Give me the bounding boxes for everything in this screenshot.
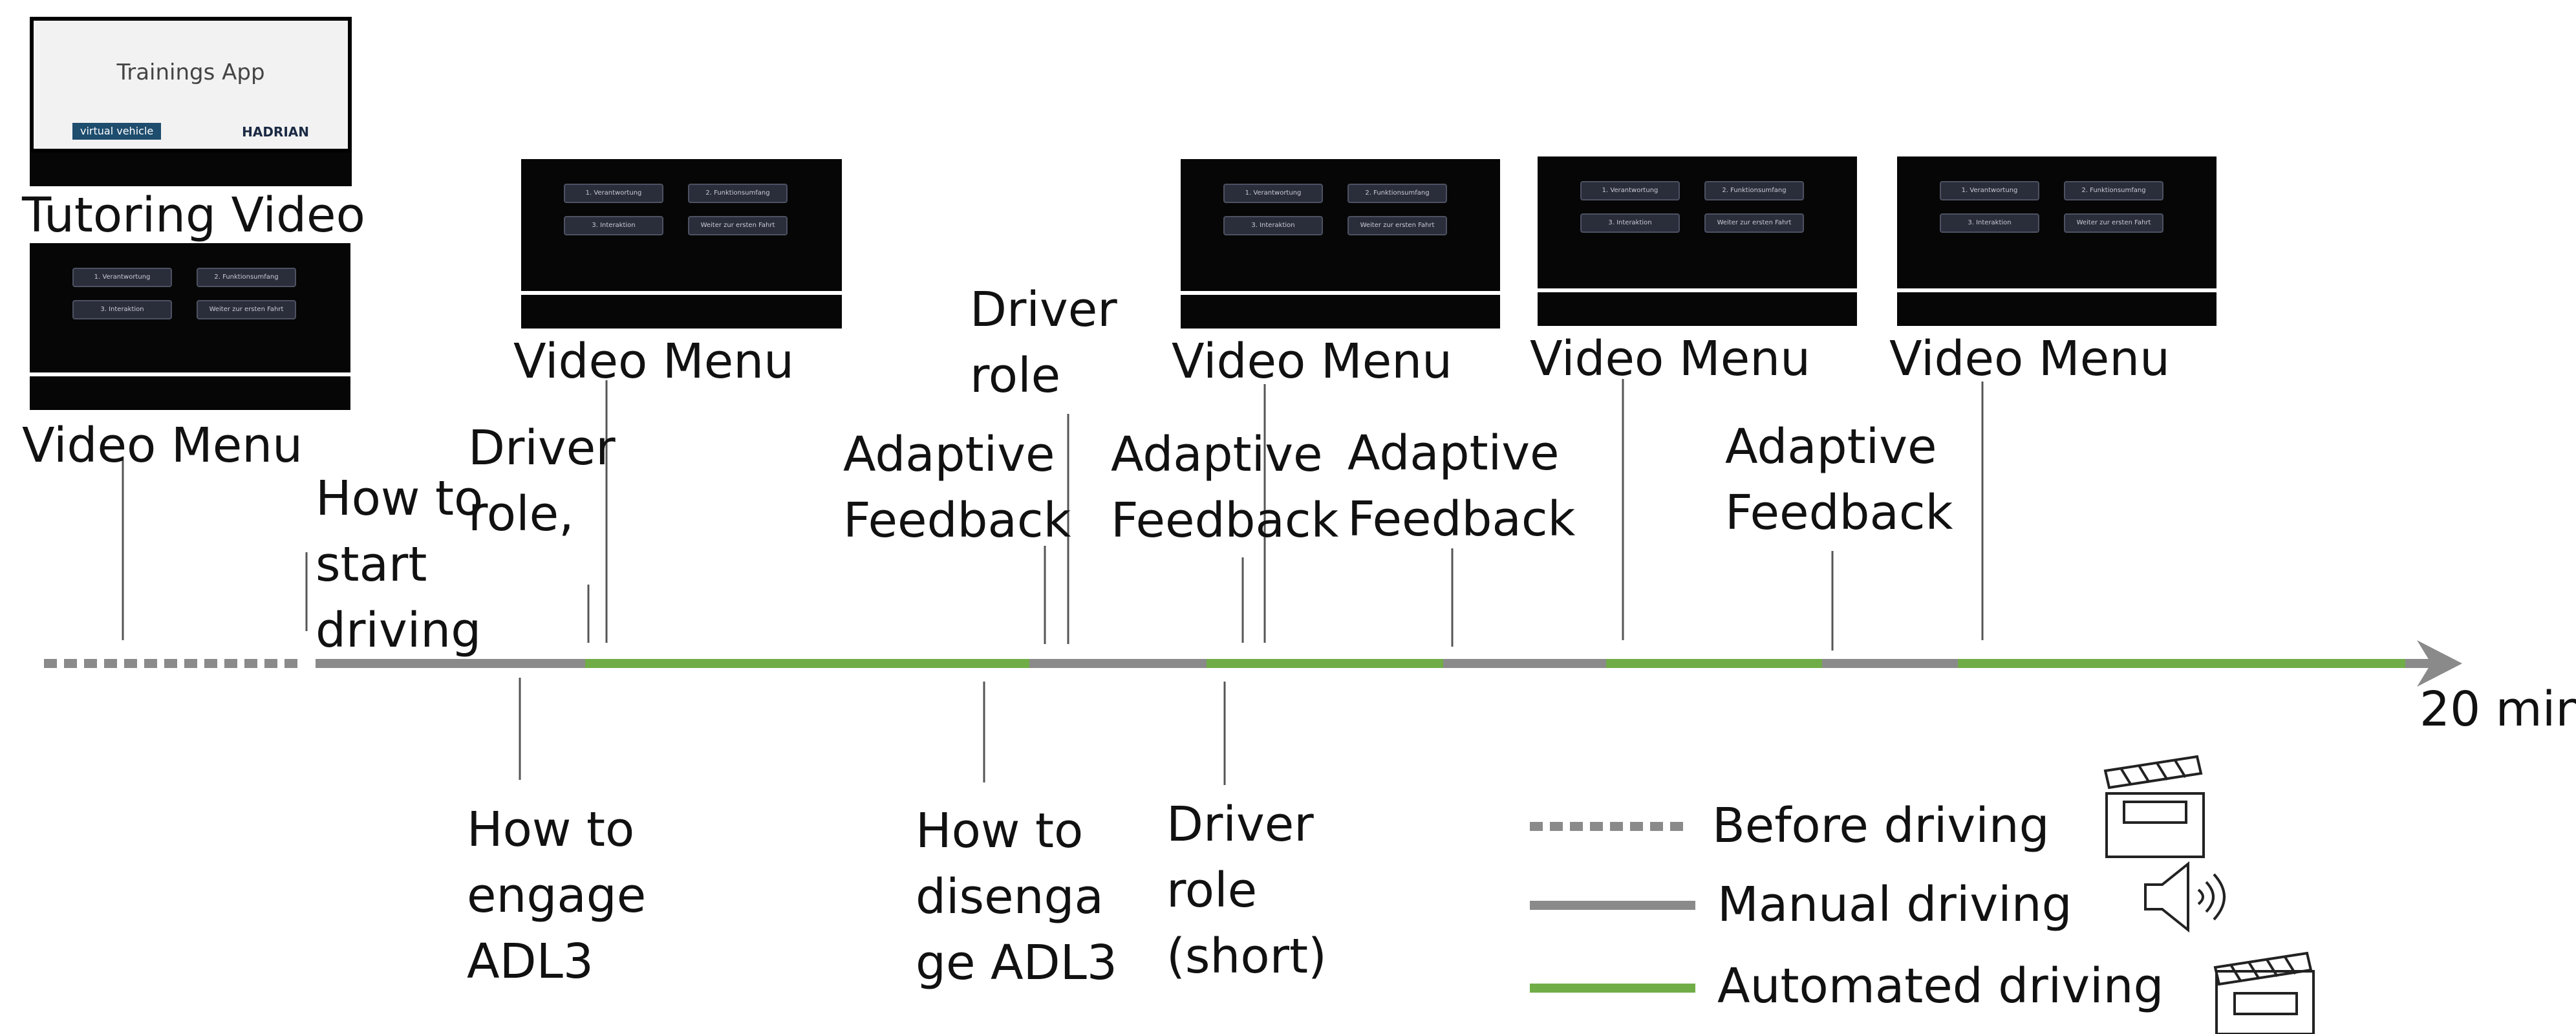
menu-button-2: 2. Funktionsumfang	[688, 184, 788, 203]
clapperboard-icon	[2103, 755, 2205, 858]
menu-button-1: 1. Verantwortung	[1940, 181, 2039, 200]
timeline-arrowhead	[2417, 640, 2462, 687]
adaptive-feedback-label-3: Adaptive Feedback	[1347, 425, 1576, 547]
clapperboard-icon-2	[2213, 951, 2315, 1034]
thumb-divider	[1538, 288, 1857, 292]
menu-button-3: 3. Interaktion	[1940, 213, 2039, 233]
menu-button-1: 1. Verantwortung	[72, 268, 172, 287]
tutoring-video-label: Tutoring Video	[22, 188, 365, 243]
menu-button-3: 3. Interaktion	[1580, 213, 1680, 233]
menu-button-2: 2. Funktionsumfang	[197, 268, 296, 287]
menu-button-4: Weiter zur ersten Fahrt	[2064, 213, 2163, 233]
menu-button-2: 2. Funktionsumfang	[2064, 181, 2163, 200]
video-menu-label-4: Video Menu	[1530, 331, 1811, 387]
how-to-engage-label: How to engage ADL3	[467, 802, 647, 989]
legend-manual-label: Manual driving	[1717, 877, 2072, 932]
adaptive-feedback-label-1: Adaptive Feedback	[843, 427, 1071, 548]
menu-button-3: 3. Interaktion	[564, 216, 663, 235]
virtual-vehicle-logo: virtual vehicle	[72, 123, 162, 140]
trainings-app-thumbnail: Trainings App virtual vehicle HADRIAN	[30, 17, 352, 153]
adaptive-feedback-label-4: Adaptive Feedback	[1725, 419, 1953, 541]
legend-before-label: Before driving	[1712, 798, 2050, 854]
menu-button-4: Weiter zur ersten Fahrt	[1347, 216, 1447, 235]
speaker-icon	[2144, 861, 2226, 933]
app-title: Trainings App	[116, 59, 265, 85]
end-time-label: 20 min	[2420, 682, 2576, 737]
legend-automated-label: Automated driving	[1717, 958, 2164, 1014]
video-menu-thumbnail-3: 1. Verantwortung 2. Funktionsumfang 3. I…	[1181, 159, 1500, 329]
thumb-divider	[521, 291, 842, 295]
video-menu-thumbnail-4: 1. Verantwortung 2. Funktionsumfang 3. I…	[1538, 156, 1857, 326]
video-menu-label-1: Video Menu	[22, 418, 303, 473]
driver-role-short-label: Driver role (short)	[1166, 797, 1327, 984]
thumb-divider	[30, 372, 350, 376]
menu-button-2: 2. Funktionsumfang	[1704, 181, 1804, 200]
video-menu-label-5: Video Menu	[1889, 331, 2171, 387]
video-menu-thumbnail-1: 1. Verantwortung 2. Funktionsumfang 3. I…	[30, 243, 350, 410]
menu-button-2: 2. Funktionsumfang	[1347, 184, 1447, 203]
thumb-divider	[1181, 291, 1500, 295]
menu-button-4: Weiter zur ersten Fahrt	[688, 216, 788, 235]
video-menu-label-2: Video Menu	[513, 334, 795, 389]
menu-button-3: 3. Interaktion	[72, 300, 172, 319]
connector-lines	[122, 379, 1984, 785]
how-to-disengage-label: How to disenga ge ADL3	[916, 803, 1117, 991]
menu-button-4: Weiter zur ersten Fahrt	[197, 300, 296, 319]
menu-button-1: 1. Verantwortung	[1580, 181, 1680, 200]
title-card-bar	[30, 153, 352, 186]
menu-button-1: 1. Verantwortung	[1223, 184, 1323, 203]
adaptive-feedback-label-2: Adaptive Feedback	[1111, 427, 1339, 548]
legend-lines	[1530, 822, 1695, 993]
menu-button-4: Weiter zur ersten Fahrt	[1704, 213, 1804, 233]
video-menu-label-3: Video Menu	[1172, 334, 1453, 389]
menu-button-3: 3. Interaktion	[1223, 216, 1323, 235]
how-to-start-driving-label: How to start driving	[316, 471, 484, 658]
video-menu-thumbnail-5: 1. Verantwortung 2. Funktionsumfang 3. I…	[1897, 156, 2216, 326]
menu-button-1: 1. Verantwortung	[564, 184, 663, 203]
thumb-divider	[1897, 288, 2216, 292]
driver-role-label-2: Driver role	[970, 282, 1117, 404]
hadrian-logo: HADRIAN	[242, 124, 309, 140]
driver-role-label-1: Driver role,	[468, 420, 616, 542]
video-menu-thumbnail-2: 1. Verantwortung 2. Funktionsumfang 3. I…	[521, 159, 842, 329]
